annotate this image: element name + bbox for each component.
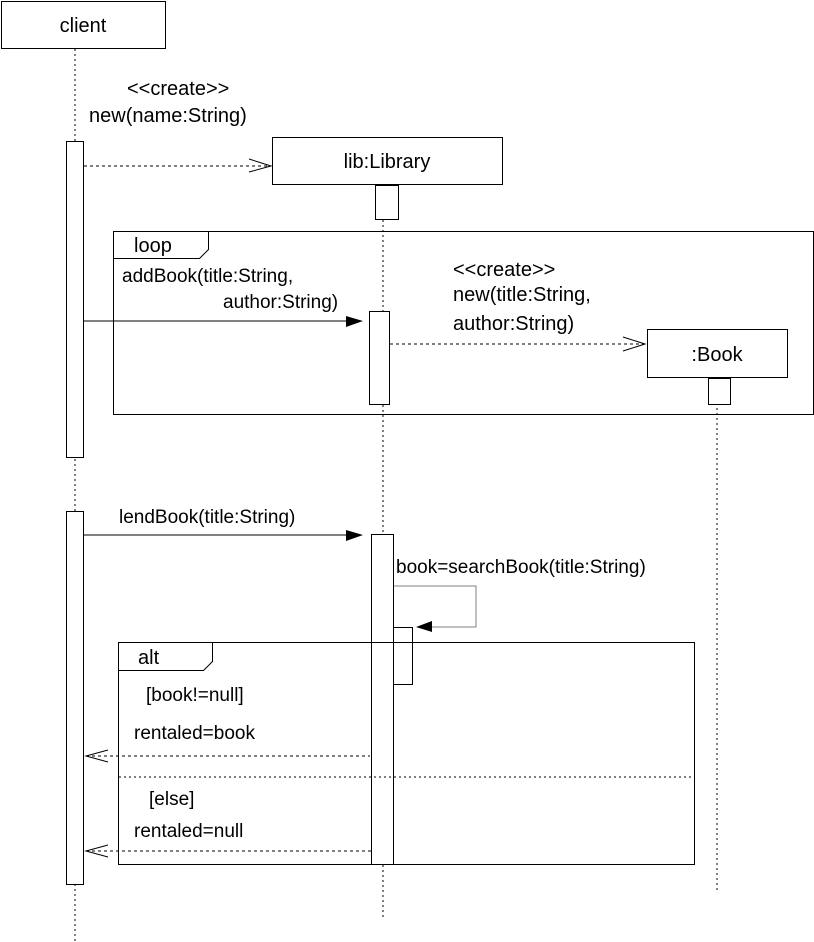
alt-guard-else: [else] [149,789,194,810]
participant-library-label: lib:Library [344,151,431,173]
return-book-label: rentaled=book [134,723,255,744]
message-return-null: rentaled=null [84,821,372,858]
search-book-label: book=searchBook(title:String) [396,557,646,578]
library-activation-addbook [369,311,390,405]
lend-book-label: lendBook(title:String) [119,507,295,528]
client-activation-2 [66,511,84,885]
participant-book-label: :Book [691,344,743,366]
alt-fragment: alt [book!=null] [else] [118,642,695,865]
participant-client-label: client [60,15,107,37]
create-book-label-line1: new(title:String, [453,284,591,306]
client-activation-1 [66,141,84,458]
return-null-label: rentaled=null [134,821,243,842]
create-library-stereotype: <<create>> [127,78,229,100]
message-add-book: addBook(title:String, author:String) [84,266,363,327]
message-search-book: book=searchBook(title:String) [394,557,646,632]
message-return-book: rentaled=book [84,723,370,763]
message-lend-book: lendBook(title:String) [84,507,363,541]
add-book-label-line1: addBook(title:String, [122,266,293,287]
participant-library[interactable]: lib:Library [272,137,503,185]
participant-book[interactable]: :Book [647,329,788,378]
library-activation-search [393,627,413,685]
book-activation-init [708,378,731,405]
message-create-book: <<create>> new(title:String, author:Stri… [390,259,647,352]
add-book-label-line2: author:String) [223,292,338,313]
create-library-signature: new(name:String) [89,105,247,127]
alt-guard-book-not-null: [book!=null] [146,685,244,706]
create-book-stereotype: <<create>> [453,259,555,281]
message-create-library: <<create>> new(name:String) [84,78,273,173]
alt-operator-label: alt [138,647,160,669]
library-activation-lendbook [371,534,394,865]
library-activation-init [375,185,399,220]
loop-operator-label: loop [134,235,172,257]
create-book-label-line2: author:String) [453,313,574,335]
participant-client[interactable]: client [1,1,166,49]
